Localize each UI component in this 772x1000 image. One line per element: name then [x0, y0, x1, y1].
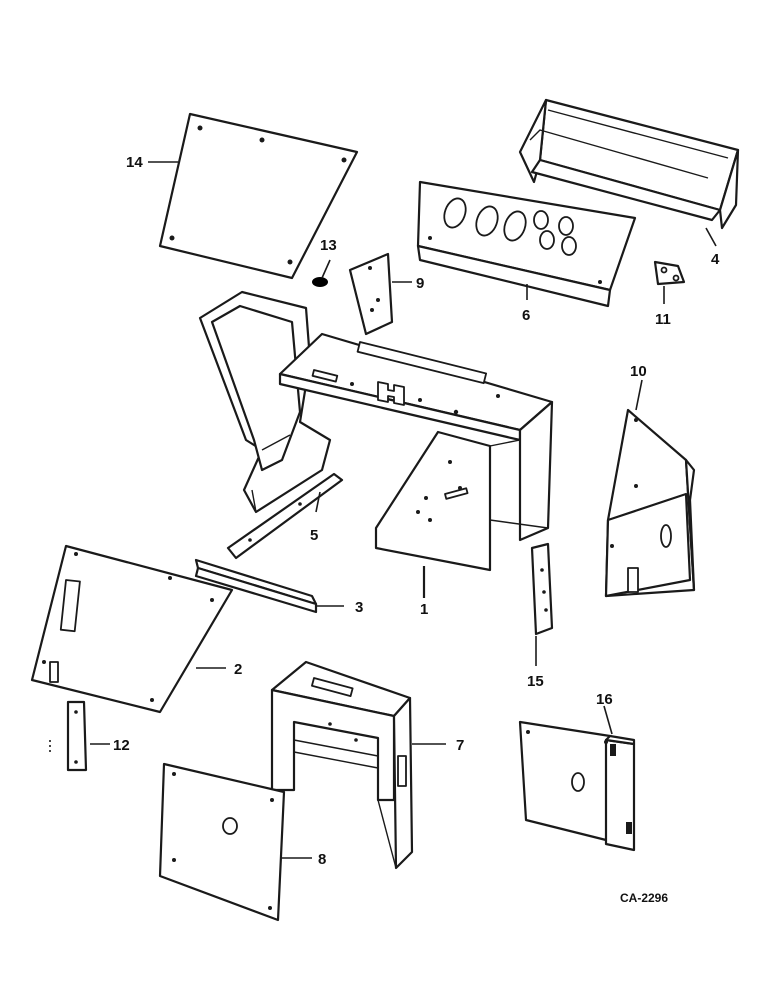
callout-9: 9 [416, 275, 424, 292]
part-5-side-frame [198, 290, 332, 514]
drawing-code: CA-2296 [620, 891, 668, 905]
callout-14: 14 [126, 154, 143, 171]
callout-2: 2 [234, 661, 242, 678]
part-7-rear-frame [270, 660, 414, 870]
part-8-bottom-plate [158, 762, 286, 922]
callout-10: 10 [630, 363, 647, 380]
part-13-grommet [312, 277, 328, 287]
callout-13: 13 [320, 237, 337, 254]
part-15-narrow-bracket [530, 542, 554, 636]
callout-5: 5 [310, 527, 318, 544]
callout-16: 16 [596, 691, 613, 708]
callout-6: 6 [522, 307, 530, 324]
part-10-right-panel [604, 408, 696, 598]
part-14-side-panel [158, 112, 359, 280]
part-12-strip-plate [66, 700, 88, 772]
part-16-lower-right-panel [518, 720, 636, 852]
part-4-top-shield [518, 98, 740, 230]
callout-12: 12 [113, 737, 130, 754]
callout-8: 8 [318, 851, 326, 868]
callout-15: 15 [527, 673, 544, 690]
part-6-gauge-panel [416, 180, 637, 308]
part-3-angle-strip [194, 558, 318, 614]
part-5-rail [226, 472, 344, 560]
leader-lines [49, 161, 717, 859]
callout-7: 7 [456, 737, 464, 754]
part-2-side-panel [30, 544, 234, 714]
callout-3: 3 [355, 599, 363, 616]
part-1-main-frame [278, 332, 554, 598]
callouts: 14 13 9 6 11 4 10 5 3 1 2 15 12 7 16 8 [113, 154, 720, 868]
callout-1: 1 [420, 601, 428, 618]
callout-4: 4 [711, 251, 720, 268]
part-11-bracket [653, 260, 686, 286]
callout-11: 11 [655, 311, 671, 328]
part-9-plate [348, 252, 394, 336]
